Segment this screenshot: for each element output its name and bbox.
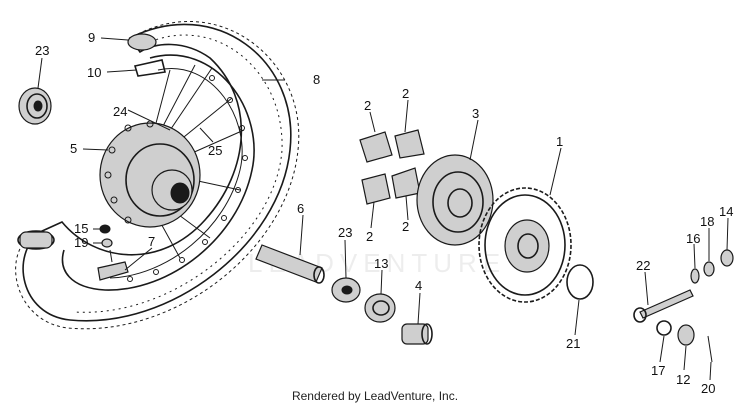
rim-spoke-holes: [127, 75, 248, 282]
valve-nut: [101, 238, 113, 248]
tire-tread-inner: [74, 34, 283, 313]
callouts: 1 2 2 2 2 3 4 5 6 7 8 9 10 12 13 14 15 1…: [35, 30, 733, 396]
collar: [401, 323, 433, 345]
valve-stem: [97, 249, 129, 281]
valve-cap: [99, 224, 111, 234]
callout-2: 2: [402, 86, 409, 101]
callout-18: 18: [700, 214, 714, 229]
callout-17: 17: [651, 363, 665, 378]
left-bearing: [18, 87, 52, 125]
circlip: [566, 264, 594, 300]
rim-inner: [109, 68, 243, 279]
tire-section-tube: [19, 231, 53, 249]
callout-1: 1: [556, 134, 563, 149]
callout-2: 2: [366, 229, 373, 244]
callout-15: 15: [74, 221, 88, 236]
wheel-assembly: [15, 21, 300, 330]
callout-16: 16: [686, 231, 700, 246]
callout-25: 25: [208, 143, 222, 158]
callout-8: 8: [313, 72, 320, 87]
driven-sprocket: [478, 187, 572, 303]
callout-14: 14: [719, 204, 733, 219]
leader-lines: [37, 37, 729, 381]
callout-12: 12: [676, 372, 690, 387]
callout-19: 19: [74, 235, 88, 250]
tire-tread: [15, 21, 300, 330]
callout-21: 21: [566, 336, 580, 351]
right-bearing: [331, 277, 361, 303]
callout-20: 20: [701, 381, 715, 396]
tire-outline: [22, 23, 292, 322]
rim-band-clip: [133, 59, 166, 77]
rear-hub: [99, 120, 201, 228]
callout-3: 3: [472, 106, 479, 121]
damper-rubbers: [359, 129, 425, 205]
callout-23: 23: [35, 43, 49, 58]
callout-5: 5: [70, 141, 77, 156]
callout-9: 9: [88, 30, 95, 45]
callout-23: 23: [338, 225, 352, 240]
footer-credit: Rendered by LeadVenture, Inc.: [291, 389, 459, 403]
callout-2: 2: [364, 98, 371, 113]
callout-6: 6: [297, 201, 304, 216]
tube-end-top: [127, 33, 157, 51]
callout-10: 10: [87, 65, 101, 80]
rim: [61, 54, 255, 291]
tire-section-end: [17, 230, 55, 250]
callout-7: 7: [148, 234, 155, 249]
callout-13: 13: [374, 256, 388, 271]
axle-spacer: [255, 244, 325, 284]
callout-22: 22: [636, 258, 650, 273]
callout-2: 2: [402, 219, 409, 234]
callout-4: 4: [415, 278, 422, 293]
oil-seal: [364, 293, 396, 323]
callout-24: 24: [113, 104, 127, 119]
final-driven-flange: [416, 154, 494, 246]
